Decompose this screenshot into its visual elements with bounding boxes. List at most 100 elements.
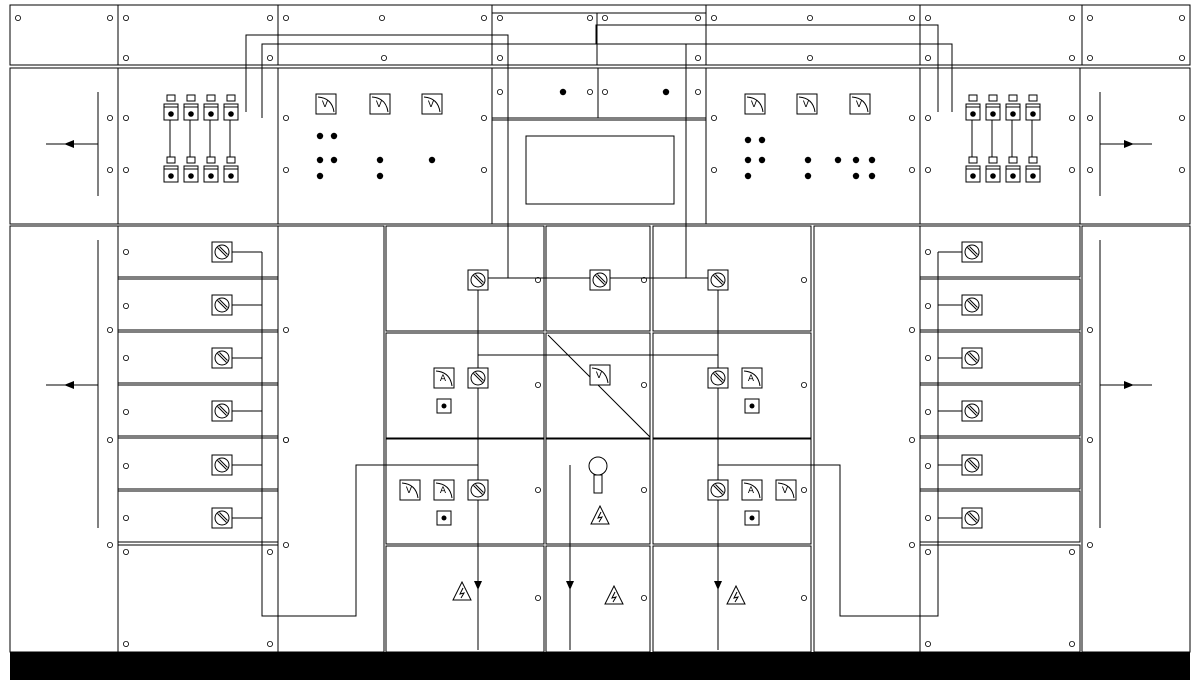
rotary-switch-icon: [961, 454, 983, 476]
indicator-lamp-icon: [852, 156, 860, 164]
meter-frame: [369, 93, 391, 115]
mounting-screw: [925, 248, 932, 255]
mounting-screw: [123, 354, 130, 361]
mounting-screw: [587, 14, 594, 21]
fuse-holder: [985, 156, 1001, 183]
voltmeter-icon: V: [399, 479, 421, 501]
switch-dial: [214, 297, 230, 313]
mounting-screw: [123, 55, 130, 62]
lower-panel: [919, 544, 1081, 653]
meter-frame: [741, 367, 763, 389]
feeder-drawer: [919, 437, 1081, 490]
mounting-screw: [123, 408, 130, 415]
control-wire: [595, 24, 939, 112]
switch-handle: [219, 246, 228, 255]
meter-frame: [849, 93, 871, 115]
feeder-drawer: [919, 490, 1081, 543]
switch-handle: [473, 373, 483, 383]
meter-letter: V: [376, 100, 383, 110]
indicator-lamp-icon: [834, 156, 842, 164]
meter-letter: A: [440, 486, 447, 496]
mounting-screw: [711, 166, 718, 173]
meter-letter: V: [856, 100, 863, 110]
arrow-head: [64, 381, 74, 389]
switch-handle: [967, 513, 977, 523]
fuse-contact: [990, 173, 996, 179]
switch-handle: [969, 246, 978, 255]
feeder-drawer: [117, 437, 279, 490]
arrow-icon: [46, 381, 98, 389]
mounting-screw: [107, 14, 114, 21]
arrow-head: [64, 140, 74, 148]
rotary-switch-icon: [211, 241, 233, 263]
meter-letter: V: [406, 486, 413, 496]
mounting-screw: [801, 381, 808, 388]
switch-dial: [964, 403, 980, 419]
fuse-label: [968, 156, 978, 164]
fuse-contact: [1030, 111, 1036, 117]
indicator-lamp-icon: [316, 156, 324, 164]
indicator-lamp-icon: [758, 136, 766, 144]
rotary-switch-icon: [467, 367, 489, 389]
mounting-screw: [695, 89, 702, 96]
switch-dial: [214, 244, 230, 260]
mounting-screw: [925, 55, 932, 62]
instrument-panel: [705, 67, 921, 225]
voltmeter-icon: V: [315, 93, 337, 115]
indicator-lamp-icon: [744, 510, 760, 526]
high-voltage-warning-icon: [604, 584, 624, 605]
mounting-screw: [107, 326, 114, 333]
indicator-lamp-icon: [868, 156, 876, 164]
lightning-bolt: [597, 511, 604, 523]
breaker-compartment: [385, 332, 545, 439]
indicator-lamp-icon: [868, 172, 876, 180]
top-cover-panel: [919, 4, 1083, 66]
meter-scale: [371, 96, 389, 113]
mounting-screw: [1087, 436, 1094, 443]
mounting-screw: [480, 166, 487, 173]
mounting-screw: [925, 14, 932, 21]
switch-handle: [217, 513, 227, 523]
lower-panel: [117, 544, 279, 653]
mounting-screw: [695, 55, 702, 62]
rotary-switch-icon: [467, 269, 489, 291]
meter-frame: [796, 93, 818, 115]
meter-scale: [591, 367, 609, 384]
cable-compartment-door: [277, 225, 385, 653]
indicator-lamp-icon: [436, 398, 452, 414]
high-voltage-warning-icon: [590, 504, 610, 525]
mounting-screw: [641, 595, 648, 602]
mounting-screw: [801, 595, 808, 602]
mounting-screw: [496, 14, 503, 21]
fuse-contact: [208, 173, 214, 179]
mounting-screw: [1087, 326, 1094, 333]
rotary-switch-icon: [211, 347, 233, 369]
mounting-screw: [1179, 55, 1186, 62]
control-wire: [261, 43, 596, 118]
switch-dial: [214, 350, 230, 366]
fuse-contact: [228, 173, 234, 179]
indicator-lamp-icon: [330, 156, 338, 164]
indicator-lamp-icon: [662, 88, 670, 96]
mounting-screw: [711, 14, 718, 21]
lamp: [749, 515, 755, 521]
switch-handle: [217, 406, 227, 416]
ammeter-icon: A: [741, 367, 763, 389]
cable-compartment-door: [1081, 225, 1191, 653]
indicator-lamp-icon: [744, 136, 752, 144]
mounting-screw: [909, 542, 916, 549]
mounting-screw: [282, 326, 289, 333]
lightning-bolt: [459, 587, 466, 599]
switch-handle: [475, 372, 484, 381]
indicator-lamp-icon: [744, 156, 752, 164]
instrument-panel: [277, 67, 493, 225]
switch-dial: [964, 510, 980, 526]
mounting-screw: [909, 14, 916, 21]
lightning-bolt: [611, 591, 618, 603]
meter-scale: [423, 96, 441, 113]
fuse-contact: [970, 173, 976, 179]
meter-letter: V: [428, 100, 435, 110]
mounting-screw: [801, 486, 808, 493]
